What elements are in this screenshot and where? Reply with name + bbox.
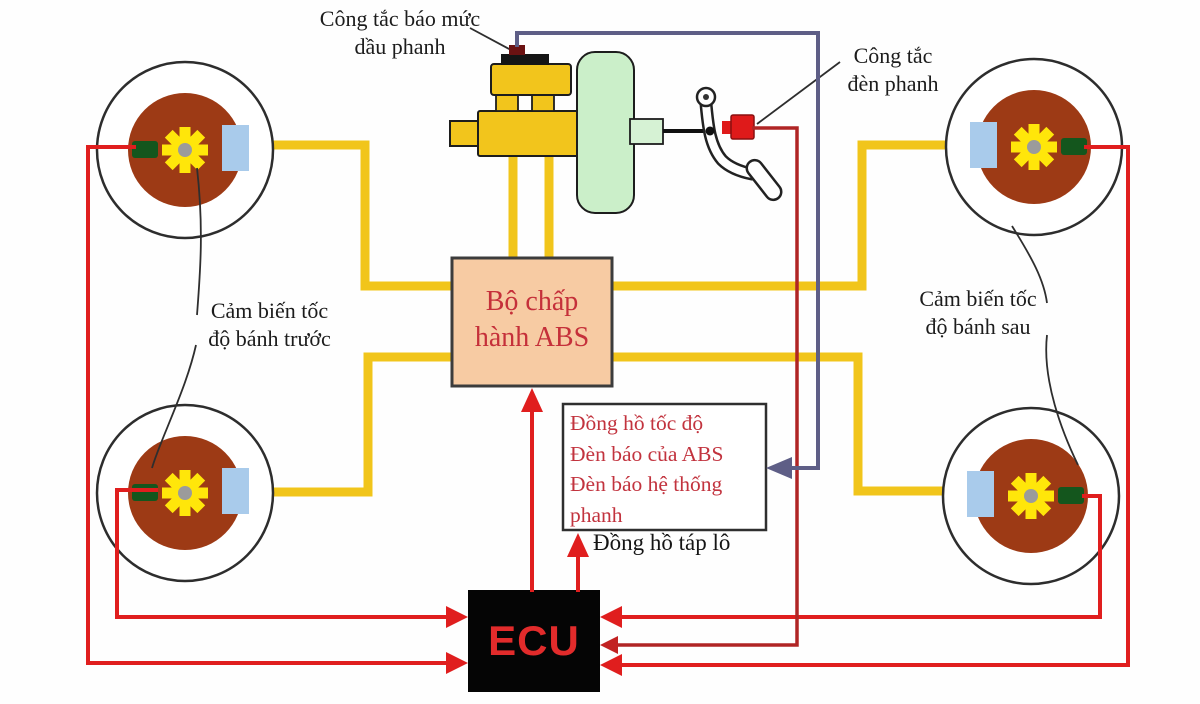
brake-light-switch	[730, 114, 755, 140]
arrow-into-dashboard	[567, 533, 589, 557]
dashboard-indicator-brake-lamp-2: phanh	[570, 502, 623, 527]
fluid-reservoir	[490, 63, 572, 96]
label-rear-wheel-sensor-line2: độ bánh sau	[925, 313, 1031, 339]
sensor-wires	[86, 145, 1130, 667]
ecu-label: ECU	[488, 617, 580, 664]
abs-actuator-label-line2: hành ABS	[474, 321, 590, 353]
dashboard-indicator-box	[561, 402, 768, 532]
pipe-rear-top-wheel	[608, 140, 978, 291]
label-brake-light-switch: Công tắc đèn phanh	[830, 42, 956, 97]
label-brake-light-switch-line1: Công tắc	[853, 43, 933, 68]
ecu-output-lines	[521, 388, 589, 592]
dashboard-indicator-brake-lamp-1: Đèn báo hệ thống	[570, 472, 723, 497]
brake-light-switch-wire	[600, 126, 799, 654]
wheel-front-bottom	[97, 405, 273, 581]
brake-pedal	[663, 86, 783, 202]
label-dashboard: Đồng hồ táp lô	[593, 530, 731, 555]
pipe-front-bottom-wheel	[242, 352, 456, 497]
arrow-into-ecu-left-top	[446, 606, 468, 628]
ecu-box	[468, 590, 600, 692]
dashboard-indicator-speedometer: Đồng hồ tốc độ	[570, 411, 704, 435]
pipe-rear-bottom-wheel	[608, 352, 980, 496]
wire-rear-top-sensor	[618, 145, 1130, 667]
wire-brake-switch-to-ecu	[616, 126, 799, 647]
arrow-into-dashboard-box	[766, 457, 792, 479]
dashboard-indicator-list: Đồng hồ tốc độ Đèn báo của ABS Đèn báo h…	[570, 408, 766, 530]
wire-fluid-switch-to-dashboard	[515, 31, 820, 470]
leader-rear-sensor-top	[1011, 225, 1048, 304]
master-cylinder-nub	[449, 120, 481, 147]
wire-front-bottom-sensor	[115, 488, 450, 619]
pedal-pad	[745, 158, 783, 202]
arrow-into-abs	[521, 388, 543, 412]
hydraulic-pipes	[242, 140, 980, 497]
brake-booster	[576, 51, 664, 214]
master-cylinder-body	[477, 110, 579, 157]
leader-front-sensor-top	[196, 167, 202, 316]
brake-light-switch-nose	[722, 121, 732, 134]
label-rear-wheel-sensor: Cảm biến tốc độ bánh sau	[888, 285, 1068, 340]
sensor-wire-arrows	[446, 606, 622, 676]
reservoir-cap	[501, 54, 549, 65]
wheel-front-top	[97, 62, 273, 238]
pipe-front-top-wheel	[242, 140, 456, 291]
pushrod-joint	[705, 126, 715, 136]
label-front-wheel-sensor-line1: Cảm biến tốc	[210, 298, 329, 323]
pedal-pivot-pin	[703, 94, 709, 100]
booster-rod	[629, 118, 664, 145]
label-front-wheel-sensor-line2: độ bánh trước	[208, 325, 331, 351]
arrow-into-ecu-right-top	[600, 606, 622, 628]
leader-fluid-switch	[469, 27, 512, 51]
leader-brake-light-switch	[756, 61, 841, 125]
label-front-wheel-sensor: Cảm biến tốc độ bánh trước	[172, 297, 367, 352]
abs-actuator-label-line1: Bộ chấp	[485, 286, 579, 317]
label-fluid-level-switch-line1: Công tắc báo mức	[319, 6, 481, 31]
fluid-level-switch	[509, 45, 525, 55]
label-brake-light-switch-line2: đèn phanh	[847, 70, 939, 96]
label-rear-wheel-sensor-line1: Cảm biến tốc	[919, 286, 1037, 311]
arrow-brake-switch-into-ecu	[600, 636, 618, 654]
label-fluid-level-switch-line2: dầu phanh	[354, 33, 446, 59]
leader-lines	[151, 27, 1079, 469]
pedal-arm	[702, 100, 756, 178]
abs-actuator-box	[450, 256, 614, 388]
arrow-into-ecu-left-bottom	[446, 652, 468, 674]
booster-body	[576, 51, 635, 214]
arrow-into-ecu-right-bottom	[600, 654, 622, 676]
fluid-switch-wire	[515, 31, 820, 479]
leader-rear-sensor-bottom	[1045, 334, 1079, 466]
master-cylinder	[449, 45, 579, 157]
wire-rear-bottom-sensor	[618, 494, 1102, 619]
wire-front-top-sensor	[86, 145, 450, 665]
label-fluid-level-switch: Công tắc báo mức dầu phanh	[285, 5, 515, 60]
leader-front-sensor-bottom	[151, 344, 197, 469]
dashboard-indicator-abs-lamp: Đèn báo của ABS	[570, 441, 724, 466]
abs-actuator-label: Bộ chấp hành ABS	[452, 284, 612, 356]
